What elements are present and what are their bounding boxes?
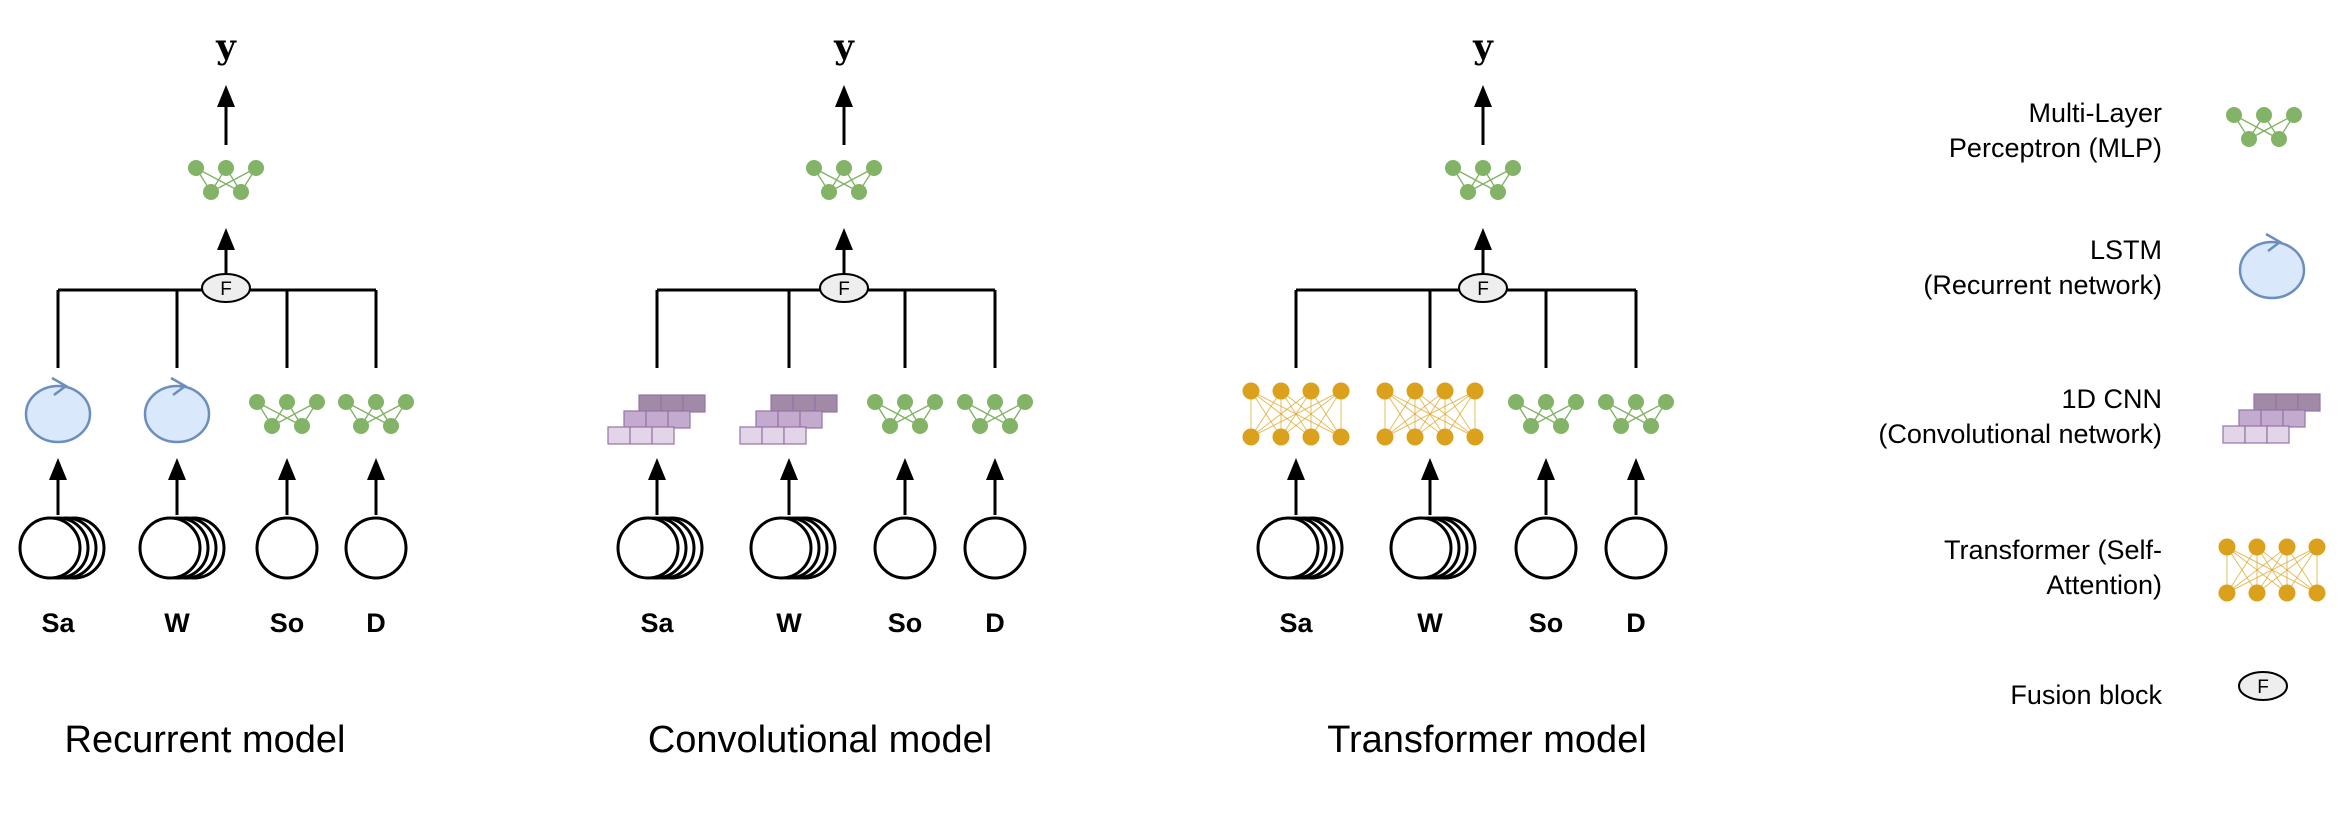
input-label-w: W [776,608,802,638]
input-node-w [138,516,226,580]
input-label-sa: Sa [640,608,674,638]
transformer-encoder-icon [1376,382,1484,446]
output-arrow [217,85,235,145]
legend-item-transformer: Transformer (Self- Attention) [1944,535,2326,602]
fusion-label: F [220,279,232,300]
input-arrow [367,458,385,515]
lstm-encoder-icon [24,376,92,444]
cnn-legend-icon [2222,393,2321,444]
output-arrow [835,85,853,145]
legend-text: Multi-Layer [2028,98,2162,128]
legend-text: 1D CNN [2061,384,2162,414]
input-node-w [749,516,837,580]
input-arrow [1421,458,1439,515]
input-label-so: So [270,608,305,638]
input-arrow [648,458,666,515]
fusion-label: F [838,279,850,300]
input-arrow [780,458,798,515]
fusion-label: F [1477,279,1489,300]
legend-text: Attention) [2046,570,2162,600]
input-node-w [1389,516,1477,580]
transformer-legend-icon [2218,538,2326,602]
input-node-so [255,516,319,580]
legend-item-fusion: Fusion block F [2010,671,2288,710]
input-label-sa: Sa [41,608,75,638]
input-node-d [344,516,408,580]
mlp-encoder-icon [1508,394,1584,434]
input-arrow [1287,458,1305,515]
legend-text: Fusion block [2010,680,2162,710]
input-arrow [896,458,914,515]
lstm-encoder-icon [143,376,211,444]
input-label-d: D [366,608,386,638]
fusion-block-icon: F [1458,273,1508,303]
fusion-to-head-arrow [835,228,853,275]
legend-item-cnn: 1D CNN (Convolutional network) [1878,384,2321,449]
input-node-d [963,516,1027,580]
legend-text: (Recurrent network) [1923,270,2162,300]
panel-transformer-model: yF Sa W So D Transformer model [1242,27,1674,761]
cnn-encoder-icon [739,394,838,445]
legend-text: Transformer (Self- [1944,535,2162,565]
mlp-encoder-icon [338,394,414,434]
input-label-d: D [1626,608,1646,638]
fusion-to-head-arrow [1474,228,1492,275]
input-arrow [986,458,1004,515]
input-label-w: W [164,608,190,638]
legend-text: LSTM [2090,235,2162,265]
legend-text: Perceptron (MLP) [1949,133,2162,163]
fusion-label: F [2257,677,2269,698]
cnn-encoder-icon [607,394,706,445]
input-label-sa: Sa [1279,608,1313,638]
panel-convolutional-model: yF Sa W So D Convolutional model [607,27,1033,761]
input-label-d: D [985,608,1005,638]
mlp-encoder-icon [1598,394,1674,434]
fusion-legend-icon: F [2238,671,2288,701]
output-label-y: y [833,27,855,67]
lstm-legend-icon [2238,232,2306,300]
input-arrow [1627,458,1645,515]
input-node-sa [1256,516,1344,580]
head-mlp-icon [806,160,882,200]
mlp-encoder-icon [249,394,325,434]
model-title: Recurrent model [65,719,346,761]
output-label-y: y [215,27,237,67]
model-title: Convolutional model [648,719,992,761]
fusion-block-icon: F [201,273,251,303]
legend-item-lstm: LSTM (Recurrent network) [1923,232,2306,300]
head-mlp-icon [188,160,264,200]
input-arrow [1537,458,1555,515]
input-label-w: W [1417,608,1443,638]
input-node-sa [616,516,704,580]
input-arrow [49,458,67,515]
fusion-block-icon: F [819,273,869,303]
panel-recurrent-model: yF Sa W So D Recurrent model [18,27,414,761]
input-arrow [278,458,296,515]
input-label-so: So [888,608,923,638]
model-title: Transformer model [1327,719,1647,761]
mlp-encoder-icon [867,394,943,434]
fusion-to-head-arrow [217,228,235,275]
mlp-encoder-icon [957,394,1033,434]
input-node-so [873,516,937,580]
transformer-encoder-icon [1242,382,1350,446]
output-arrow [1474,85,1492,145]
mlp-legend-icon [2226,107,2302,147]
output-label-y: y [1472,27,1494,67]
input-node-so [1514,516,1578,580]
input-arrow [168,458,186,515]
input-node-sa [18,516,106,580]
legend-text: (Convolutional network) [1878,419,2162,449]
input-label-so: So [1529,608,1564,638]
head-mlp-icon [1445,160,1521,200]
input-node-d [1604,516,1668,580]
